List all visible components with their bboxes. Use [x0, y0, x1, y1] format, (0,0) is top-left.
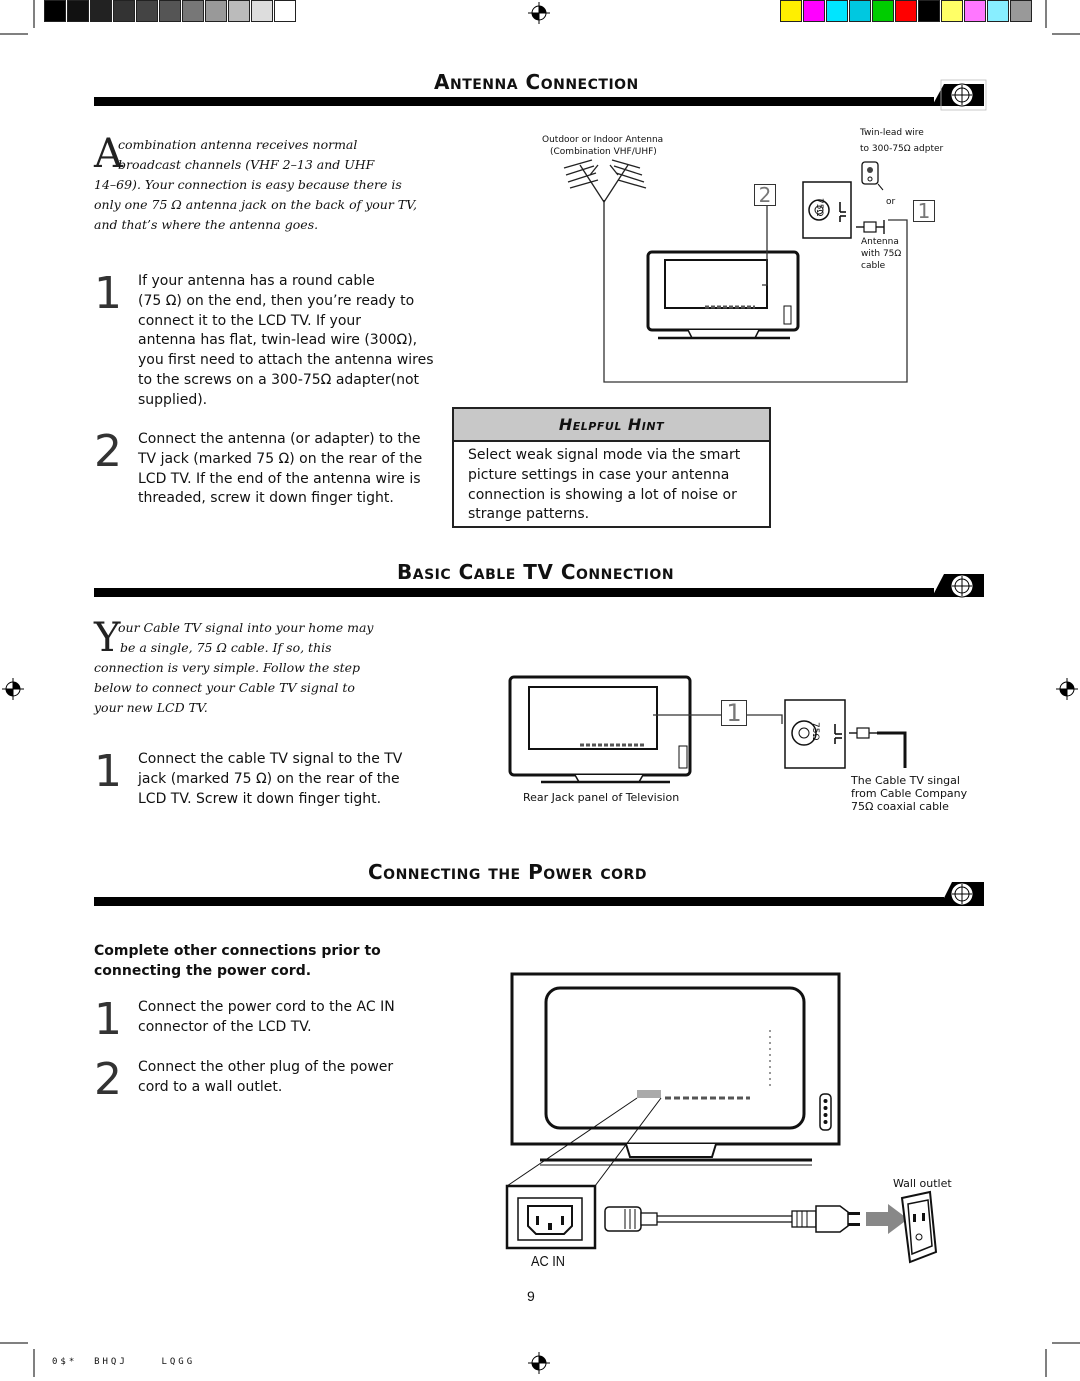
cable-label: 75Ω coaxial cable [851, 800, 949, 813]
twinlead-label: to 300-75Ω adpter [860, 144, 944, 154]
gray-swatch [228, 0, 250, 22]
step-text: Connect the other plug of the power cord… [138, 1059, 394, 1095]
or-label: or [886, 197, 896, 207]
rear-panel-label: Rear Jack panel of Television [523, 791, 680, 804]
intro-line: broadcast channels (VHF 2–13 and UHF [118, 157, 375, 172]
intro-line: connection is very simple. Follow the st… [94, 660, 361, 675]
antenna-cable-label: cable [861, 261, 886, 271]
color-swatch [803, 0, 825, 22]
antenna-connection-diagram: Outdoor or Indoor Antenna (Combination V… [500, 120, 980, 390]
section-header-bar [94, 870, 989, 910]
crop-mark-top-left [0, 0, 36, 36]
registration-target-icon [1056, 678, 1078, 704]
gray-swatch [113, 0, 135, 22]
intro-line: only one 75 Ω antenna jack on the back o… [94, 197, 417, 212]
intro-line: our Cable TV signal into your home may [118, 620, 374, 635]
crop-mark-bottom-left [0, 1341, 36, 1377]
step-text: If your antenna has a round cable (75 Ω)… [138, 273, 434, 408]
registration-target-icon [2, 678, 24, 704]
crop-mark-bottom-right [1044, 1341, 1080, 1377]
intro-line: below to connect your Cable TV signal to [94, 680, 355, 695]
gray-swatch [90, 0, 112, 22]
intro-line: combination antenna receives normal [118, 137, 358, 152]
gray-swatch [67, 0, 89, 22]
twinlead-label: Twin-lead wire [860, 128, 924, 138]
intro-line: and that’s where the antenna goes. [94, 217, 319, 232]
step-text: Connect the antenna (or adapter) to the … [138, 431, 423, 507]
jack-label: 75Ω [814, 198, 824, 217]
grayscale-calibration-bar [44, 0, 297, 26]
color-swatch [964, 0, 986, 22]
power-prerequisite-note: Complete other connections prior to conn… [94, 943, 381, 979]
gray-swatch [274, 0, 296, 22]
cable-label: from Cable Company [851, 787, 968, 800]
section-header-bar [94, 568, 989, 602]
hint-title: Helpful Hint [558, 415, 665, 434]
step-badge: 2 [754, 184, 776, 206]
section-title-antenna: Antenna Connection [434, 70, 639, 94]
hint-line: strange patterns. [468, 506, 590, 523]
intro-dropcap: Y [94, 615, 121, 661]
section-title-power: Connecting the Power cord [368, 860, 647, 884]
color-swatch [895, 0, 917, 22]
step-badge: 1 [721, 700, 747, 726]
hint-line: picture settings in case your antenna [468, 466, 730, 483]
cable-connection-diagram: 75Ω 1 Rear Jack panel of Television The … [505, 672, 975, 817]
registration-target-icon [528, 1352, 550, 1378]
wall-outlet-label: Wall outlet [893, 1177, 952, 1190]
gray-swatch [182, 0, 204, 22]
color-swatch [1010, 0, 1032, 22]
color-swatch [849, 0, 871, 22]
intro-dropcap: A [94, 131, 123, 177]
antenna-cable-label: Antenna [861, 237, 899, 247]
step-text: Connect the cable TV signal to the TV ja… [138, 751, 403, 807]
power-connection-diagram: Wall outlet AC IN [500, 970, 960, 1270]
jack-label: 75Ω [810, 722, 820, 741]
color-swatch [780, 0, 802, 22]
intro-line: 14–69). Your connection is easy because … [94, 177, 402, 192]
helpful-hint-box: Helpful Hint Select weak signal mode via… [452, 407, 771, 528]
antenna-label: Outdoor or Indoor Antenna [542, 135, 664, 145]
antenna-cable-label: with 75Ω [861, 249, 902, 259]
cable-label: The Cable TV singal [851, 774, 960, 787]
hint-line: connection is showing a lot of noise or [468, 486, 737, 503]
registration-target-icon [528, 2, 550, 28]
color-swatch [941, 0, 963, 22]
color-calibration-bar [780, 0, 1033, 26]
gray-swatch [205, 0, 227, 22]
crop-mark-top-right [1044, 0, 1080, 36]
intro-line: your new LCD TV. [94, 700, 208, 715]
intro-line: be a single, 75 Ω cable. If so, this [120, 640, 332, 655]
gray-swatch [136, 0, 158, 22]
hint-header: Helpful Hint [454, 409, 769, 442]
step-number: 2 [94, 426, 122, 477]
footer-code: 0$* BHQJ LQGG [52, 1357, 196, 1367]
page-number: 9 [527, 1288, 535, 1304]
hint-line: Select weak signal mode via the smart [468, 447, 741, 463]
ac-in-label: AC IN [531, 1253, 566, 1270]
step-badge: 1 [913, 200, 935, 222]
section-title-cable: Basic Cable TV Connection [397, 560, 675, 584]
color-swatch [987, 0, 1009, 22]
step-number: 1 [94, 268, 122, 319]
gray-swatch [44, 0, 66, 22]
gray-swatch [251, 0, 273, 22]
antenna-label: (Combination VHF/UHF) [550, 147, 657, 157]
color-swatch [918, 0, 940, 22]
step-text: Connect the power cord to the AC IN conn… [138, 999, 395, 1035]
gray-swatch [159, 0, 181, 22]
color-swatch [872, 0, 894, 22]
color-swatch [826, 0, 848, 22]
step-number: 2 [94, 1054, 122, 1105]
step-number: 1 [94, 746, 122, 797]
step-number: 1 [94, 994, 122, 1045]
section-header-bar [94, 78, 989, 112]
